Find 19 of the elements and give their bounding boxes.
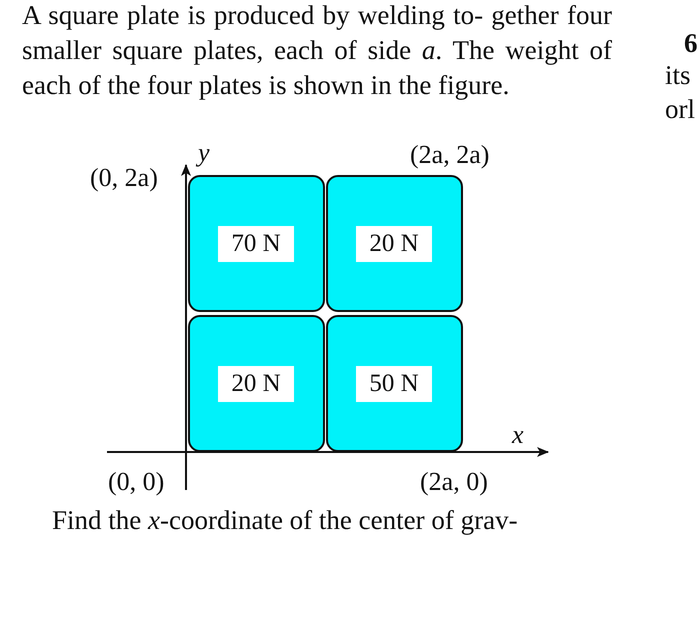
problem-text: A square plate is produced by welding to- gether four smaller square plates, each of side a. The weight of each of the four plates is shown in the figure. bbox=[22, 0, 612, 102]
question-text: Find the x-coordinate of the center of grav- bbox=[52, 505, 518, 535]
coordinate-label: (0, 2a) bbox=[90, 163, 158, 193]
weight-label: 70 N bbox=[218, 226, 294, 262]
square-plate bbox=[188, 175, 325, 312]
coordinate-label: (0, 0) bbox=[108, 467, 164, 497]
axis-label: x bbox=[512, 420, 524, 450]
weight-label: 50 N bbox=[356, 366, 432, 402]
weight-label: 20 N bbox=[218, 366, 294, 402]
coordinate-label: (2a, 2a) bbox=[410, 140, 490, 170]
square-plate bbox=[188, 315, 325, 452]
cut-off-text: orl bbox=[665, 94, 695, 124]
square-plate bbox=[326, 315, 463, 452]
axis-label: y bbox=[198, 138, 210, 168]
weight-label: 20 N bbox=[356, 226, 432, 262]
cut-off-text: its bbox=[665, 60, 691, 90]
problem-number: 6 bbox=[684, 28, 698, 58]
square-plate bbox=[326, 175, 463, 312]
coordinate-label: (2a, 0) bbox=[420, 467, 488, 497]
